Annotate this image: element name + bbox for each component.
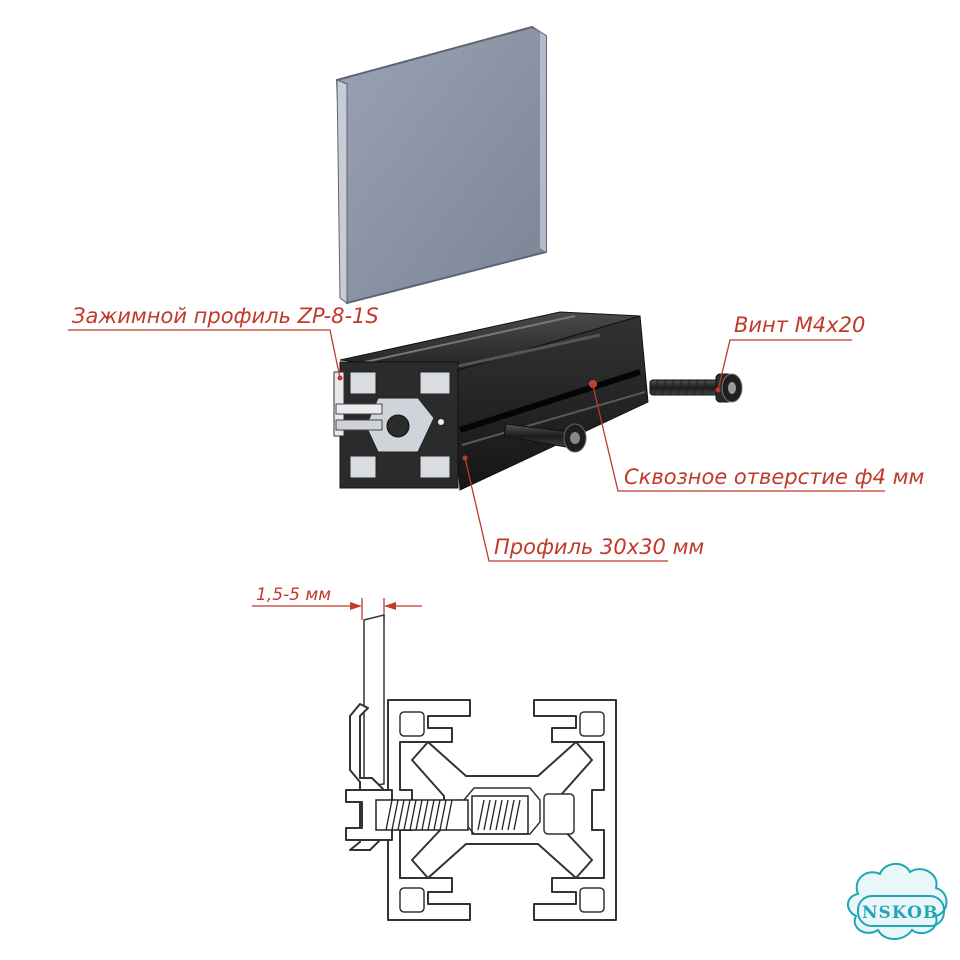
callout-screw-text: Винт М4х20 [734, 313, 865, 337]
callout-through-hole: Сквозное отверстие ф4 мм [590, 383, 924, 492]
screw-installed [503, 423, 587, 453]
nskob-logo: NSKOB [847, 863, 948, 940]
panel-sheet [335, 25, 547, 305]
nskob-logo-text: NSKOB [862, 903, 938, 923]
callout-through-hole-text: Сквозное отверстие ф4 мм [624, 465, 924, 489]
aluminium-profile-3d [333, 311, 649, 491]
thickness-dimension: 1,5-5 мм [252, 585, 422, 620]
callout-clamp-profile-text: Зажимной профиль ZP-8-1S [72, 304, 379, 328]
callout-screw: Винт М4х20 [715, 313, 865, 393]
screw-m4x20 [649, 373, 743, 403]
thickness-dimension-text: 1,5-5 мм [256, 585, 331, 605]
callout-profile-text: Профиль 30х30 мм [494, 535, 704, 559]
callout-clamp-profile: Зажимной профиль ZP-8-1S [68, 304, 379, 381]
callout-profile: Профиль 30х30 мм [462, 455, 704, 562]
panel-section [363, 614, 385, 787]
screw-section [375, 795, 529, 835]
